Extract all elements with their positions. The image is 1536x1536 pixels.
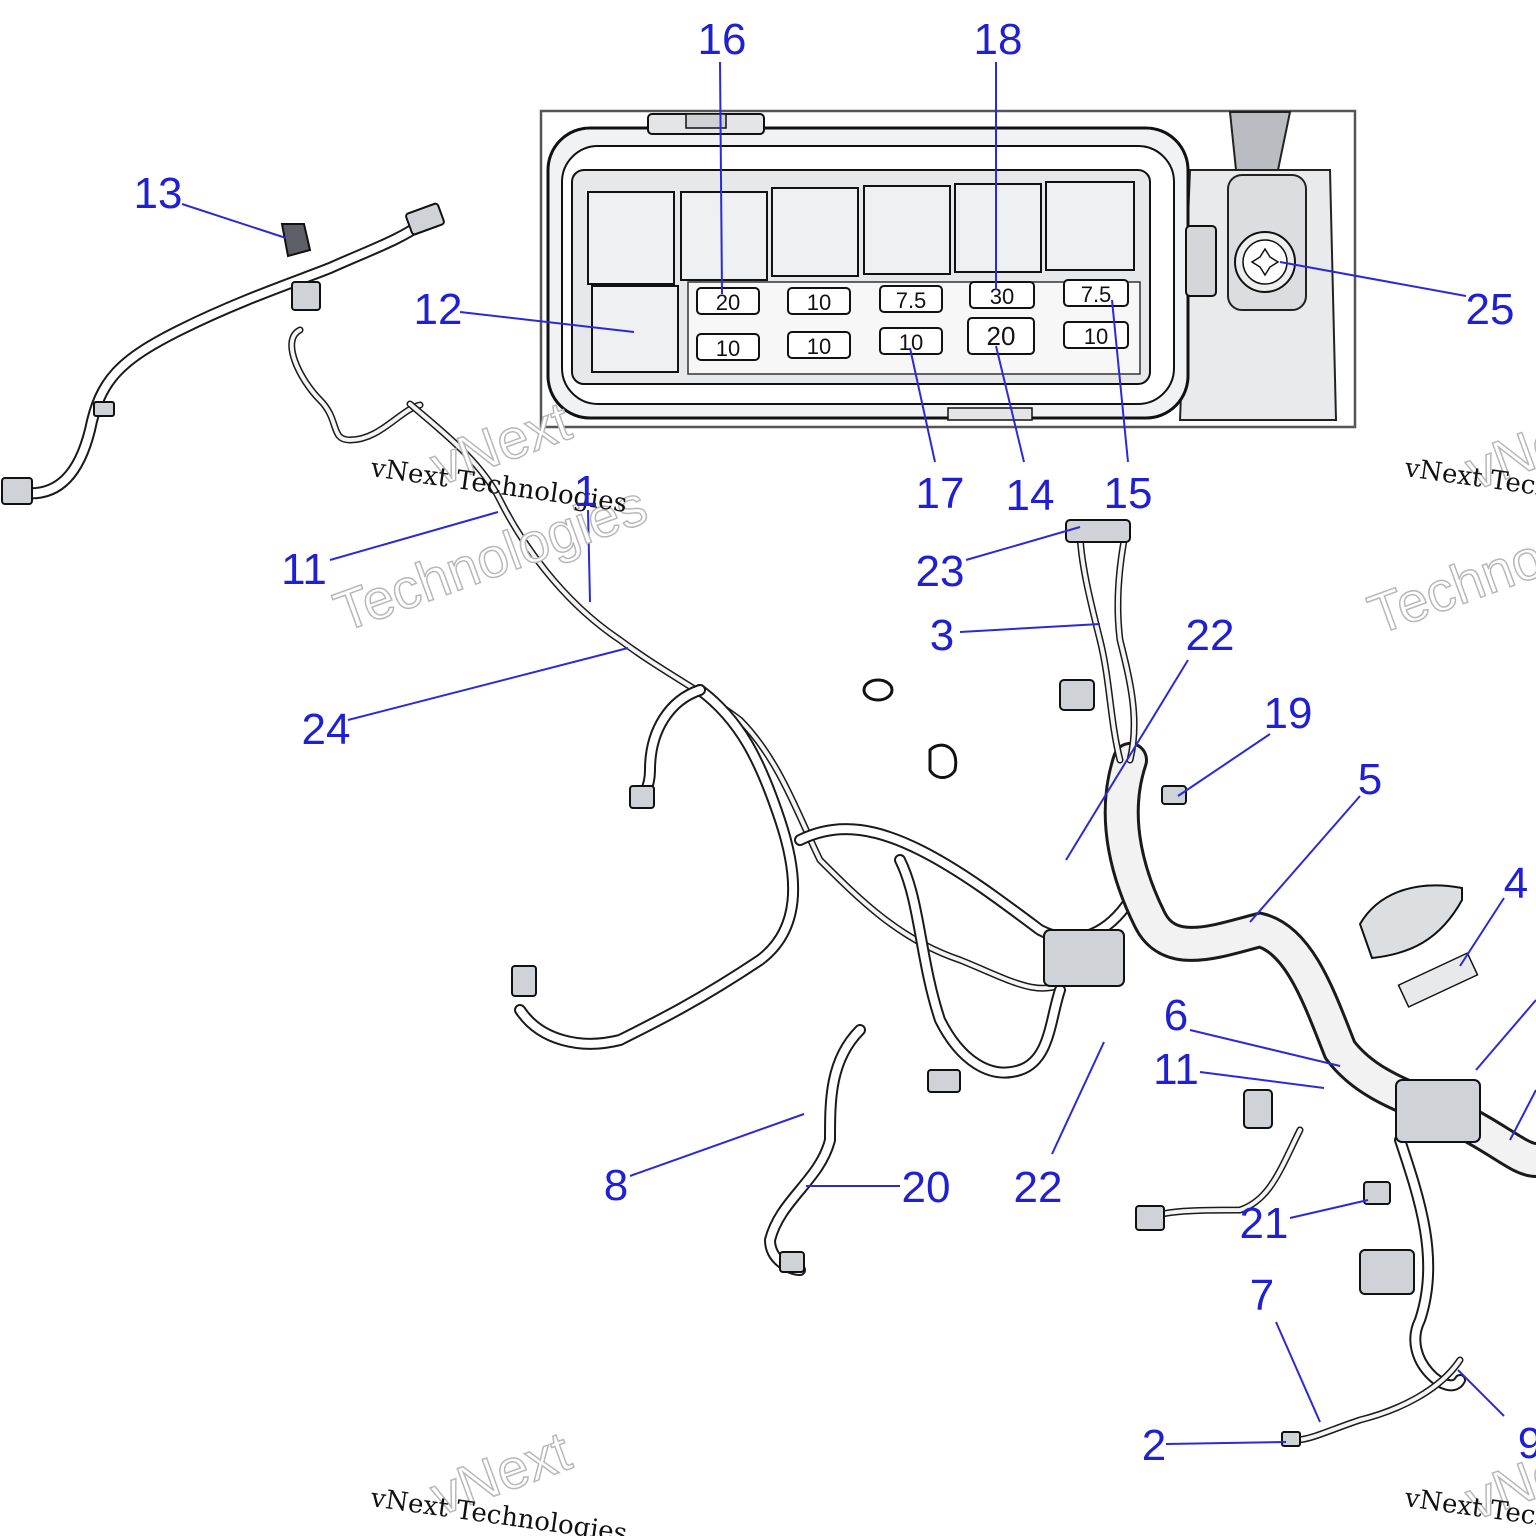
fuse-row-bottom: 10 10 10 20 10 (696, 317, 1129, 361)
leader-lines (181, 61, 1536, 1445)
callout-14: 14 (1006, 471, 1055, 520)
sub-harness-left (1, 202, 445, 505)
callout-15: 15 (1104, 469, 1153, 518)
callout-4: 4 (1504, 859, 1528, 908)
callout-6: 6 (1164, 991, 1188, 1040)
fuse-bottom-2 (787, 331, 851, 359)
main-wiring-harness (406, 400, 1536, 1447)
fuse-top-label-1: 20 (716, 290, 740, 315)
bolt-icon (1234, 231, 1296, 293)
callout-23: 23 (916, 547, 965, 596)
callout-7: 7 (1250, 1271, 1274, 1320)
callout-21: 21 (1240, 1199, 1289, 1248)
fuse-bottom-label-1: 10 (716, 336, 740, 361)
callout-2: 2 (1142, 1421, 1166, 1470)
callout-11-lower: 11 (1153, 1045, 1199, 1094)
callout-18: 18 (974, 15, 1023, 64)
callout-5: 5 (1358, 755, 1382, 804)
callout-24: 24 (302, 705, 351, 754)
fuse-top-1 (696, 287, 760, 315)
fuse-top-3 (879, 285, 943, 313)
callout-11-upper: 11 (281, 545, 327, 594)
fuse-top-label-3: 7.5 (896, 288, 927, 313)
fuse-bottom-1 (696, 333, 760, 361)
fuse-top-2 (787, 287, 851, 315)
callout-8: 8 (604, 1161, 628, 1210)
callout-12: 12 (414, 285, 463, 334)
callout-25: 25 (1466, 285, 1515, 334)
fuse-top-4 (969, 281, 1035, 309)
callout-3: 3 (930, 611, 954, 660)
callout-16: 16 (698, 15, 747, 64)
fuse-row-top: 20 10 7.5 30 7.5 (696, 279, 1129, 315)
fuse-top-label-2: 10 (807, 290, 831, 315)
fuse-bottom-label-2: 10 (807, 334, 831, 359)
fuse-box-inset: 20 10 7.5 30 7.5 10 10 10 20 10 (539, 109, 1357, 429)
fuse-top-label-4: 30 (990, 284, 1014, 309)
fuse-bottom-4 (967, 317, 1035, 355)
watermark-sub-2: Technologies (1360, 475, 1536, 646)
callout-13: 13 (134, 169, 183, 218)
fuse-top-label-5: 7.5 (1081, 282, 1112, 307)
callout-20: 20 (902, 1163, 951, 1212)
fuse-bottom-5 (1063, 321, 1129, 349)
callout-19: 19 (1264, 689, 1313, 738)
fuse-top-5 (1063, 279, 1129, 307)
fuse-bottom-label-5: 10 (1084, 324, 1108, 349)
callout-labels: 16 18 13 12 25 17 14 15 1 11 23 3 22 19 … (134, 15, 1536, 1470)
fuse-bottom-label-4: 20 (987, 321, 1016, 351)
callout-22-lower: 22 (1014, 1163, 1063, 1212)
callout-17: 17 (916, 469, 965, 518)
callout-1: 1 (574, 467, 598, 516)
callout-9: 9 (1518, 1419, 1536, 1468)
callout-22-upper: 22 (1186, 611, 1235, 660)
